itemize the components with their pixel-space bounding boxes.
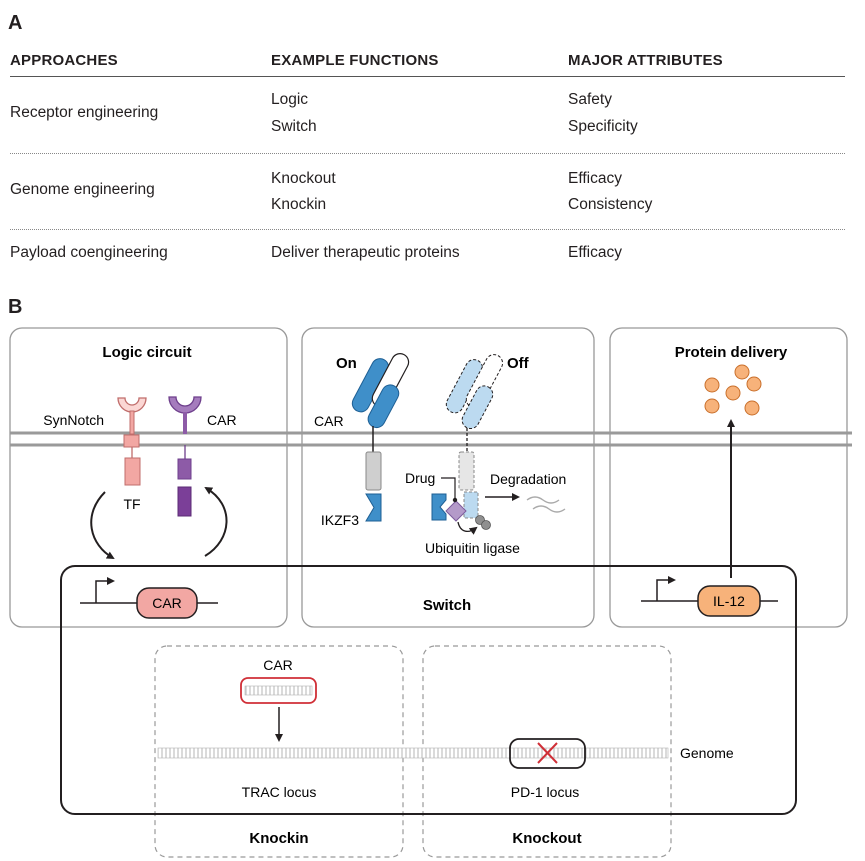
car-receptor-head <box>168 396 202 414</box>
on-label: On <box>336 355 357 372</box>
trac-locus-label: TRAC locus <box>242 784 317 800</box>
il12-gene-box <box>697 585 761 617</box>
car-gene-box <box>136 587 198 619</box>
nucleus-box <box>60 565 797 815</box>
genome-label: Genome <box>680 745 734 761</box>
il12-gene-label: IL-12 <box>713 593 745 609</box>
ubiquitin-2 <box>481 520 491 530</box>
row-genome-attribute-1: Efficacy <box>568 170 622 187</box>
gene-to-car-arrow <box>204 486 228 557</box>
header-example-functions: EXAMPLE FUNCTIONS <box>271 52 439 69</box>
car-gene-label: CAR <box>152 595 182 611</box>
ubiquitin-ligase-label: Ubiquitin ligase <box>425 540 520 556</box>
ikzf3-label: IKZF3 <box>321 512 359 528</box>
ubiquitination-arrow <box>457 521 478 535</box>
row-receptor-attribute-2: Specificity <box>568 118 638 135</box>
car-label-logic: CAR <box>207 412 237 428</box>
pd1-locus-box <box>509 738 586 769</box>
row-genome-approach: Genome engineering <box>10 181 155 198</box>
off-label: Off <box>507 355 530 372</box>
header-approaches: APPROACHES <box>10 52 118 69</box>
panel-a-letter: A <box>8 12 23 34</box>
il12-protein <box>725 385 741 401</box>
row-genome-function-2: Knockin <box>271 196 327 213</box>
il12-protein <box>704 398 720 414</box>
synnotch-label: SynNotch <box>43 412 104 428</box>
header-major-attributes: MAJOR ATTRIBUTES <box>568 52 723 69</box>
row-receptor-approach: Receptor engineering <box>10 104 159 121</box>
row-genome-function-1: Knockout <box>271 170 336 187</box>
il12-protein <box>704 377 720 393</box>
off-car-scfv-3 <box>461 385 494 430</box>
logic-circuit-title: Logic circuit <box>102 344 191 361</box>
off-degron <box>463 491 479 519</box>
tf-domain <box>124 457 141 486</box>
table-header-rule <box>10 76 845 77</box>
synnotch-tm <box>123 434 140 448</box>
car-signal-domain-2 <box>177 486 192 517</box>
ubiquitin-ligase <box>431 493 447 521</box>
protein-delivery-panel <box>609 327 848 628</box>
row-payload-attribute-1: Efficacy <box>568 244 622 261</box>
switch-title: Switch <box>423 597 471 614</box>
pd1-locus-label: PD-1 locus <box>511 784 579 800</box>
row-payload-approach: Payload coengineering <box>10 244 168 261</box>
row-divider <box>10 153 845 154</box>
on-car-intracellular <box>365 451 382 491</box>
tf-label: TF <box>123 496 140 512</box>
il12-protein <box>744 400 760 416</box>
off-car-intracellular <box>458 451 475 491</box>
genome-dna <box>157 747 669 759</box>
row-receptor-function-1: Logic <box>271 91 309 108</box>
row-genome-attribute-2: Consistency <box>568 196 653 213</box>
il12-promoter-arrow <box>656 576 676 601</box>
row-divider <box>10 229 845 230</box>
panel-b-diagram: Logic circuit SynNotch TF CAR CAR Switch… <box>9 327 852 858</box>
off-car-scfv-1 <box>445 359 484 414</box>
knockin-title: Knockin <box>249 830 308 847</box>
il12-protein <box>746 376 762 392</box>
knockin-car-label: CAR <box>263 657 293 673</box>
knockout-title: Knockout <box>512 830 581 847</box>
protein-delivery-title: Protein delivery <box>675 344 788 361</box>
degradation-label: Degradation <box>490 471 566 487</box>
synnotch-stalk <box>129 410 135 435</box>
row-receptor-function-2: Switch <box>271 118 317 135</box>
degraded-fragment-2 <box>532 505 566 513</box>
knockout-cross-2 <box>537 742 558 764</box>
synnotch-receptor-head <box>117 397 147 413</box>
drug-label: Drug <box>405 470 435 486</box>
car-label-switch: CAR <box>314 413 344 429</box>
drug-diamond <box>445 500 467 522</box>
tf-to-gene-arrow <box>90 491 115 559</box>
il12-protein <box>734 364 750 380</box>
car-promoter-arrow <box>95 577 115 603</box>
drug-pointer <box>441 477 456 499</box>
switch-panel <box>301 327 595 628</box>
logic-circuit-panel <box>9 327 288 628</box>
row-payload-function-1: Deliver therapeutic proteins <box>271 244 460 261</box>
car-signal-domain-1 <box>177 458 192 480</box>
panel-b-letter: B <box>8 296 23 318</box>
ikzf3-degron <box>365 493 382 522</box>
degraded-fragment-1 <box>526 496 560 504</box>
row-receptor-attribute-1: Safety <box>568 91 612 108</box>
car-stalk <box>183 412 187 434</box>
